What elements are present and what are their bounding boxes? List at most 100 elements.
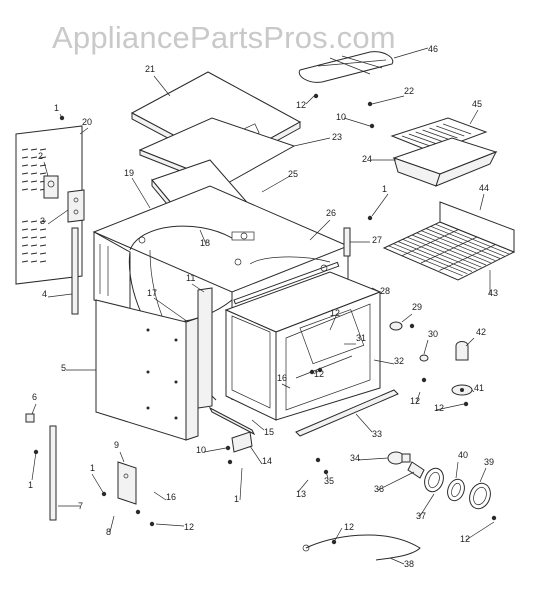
vent-slot [39, 172, 47, 175]
callout-32: 32 [394, 356, 404, 366]
leader-line [343, 117, 371, 127]
callout-5: 5 [61, 363, 66, 373]
leader-line [333, 527, 343, 543]
rack-wire [420, 236, 478, 264]
vent-slot [21, 220, 29, 223]
screw [367, 101, 373, 107]
vent-slot [21, 172, 29, 175]
callout-12g: 12 [344, 522, 354, 532]
oven-rack-43 [382, 201, 516, 281]
callout-28: 28 [380, 286, 390, 296]
vent-slot [21, 156, 29, 159]
callout-19: 19 [124, 168, 134, 178]
vent-slot [39, 220, 47, 223]
callout-36: 36 [374, 484, 384, 494]
leader-line [249, 445, 263, 465]
leader-line [261, 175, 291, 193]
broiler-pan-24 [392, 137, 498, 187]
leader-line [419, 493, 435, 517]
callout-1b: 1 [382, 184, 387, 194]
callout-1a: 1 [54, 103, 59, 113]
leader-line [479, 193, 485, 211]
oven-liner [224, 261, 382, 421]
screw [315, 457, 321, 463]
leader-line [325, 471, 329, 479]
vent-slot [21, 236, 29, 239]
callout-12a: 12 [296, 100, 306, 110]
leader-line [31, 403, 37, 415]
vent-slot [30, 156, 38, 159]
callout-1e: 1 [234, 494, 239, 504]
callout-12d: 12 [410, 396, 420, 406]
vent-slot [39, 228, 47, 231]
grid-slot [415, 131, 444, 143]
knob-29 [389, 321, 403, 331]
vent-slot [30, 244, 38, 247]
rack-wire [439, 244, 496, 271]
callout-9: 9 [114, 440, 119, 450]
cover-41 [451, 384, 473, 396]
leader-line [59, 113, 63, 119]
watermark: AppliancePartsPros.com [52, 20, 396, 55]
callout-7: 7 [78, 501, 83, 511]
callout-12c: 12 [314, 369, 324, 379]
hinge-9 [117, 461, 137, 505]
leader-line [43, 161, 49, 177]
vent-slot [30, 220, 38, 223]
leader-line [455, 461, 459, 479]
strip-11 [197, 287, 213, 409]
callout-12h: 12 [460, 534, 470, 544]
leader-line [471, 389, 475, 393]
callout-6: 6 [32, 392, 37, 402]
screw [463, 401, 469, 407]
callout-33: 33 [372, 429, 382, 439]
leader-line [199, 229, 207, 245]
callout-21: 21 [145, 64, 155, 74]
bracket-27 [343, 227, 351, 257]
leader-line [393, 47, 429, 59]
screw [225, 445, 231, 451]
leader-line [119, 451, 125, 463]
leader-line [293, 137, 331, 147]
fasteners [33, 93, 497, 545]
screw [149, 521, 155, 527]
leader-line [465, 521, 495, 541]
leader-line [79, 127, 89, 135]
trim-33 [295, 389, 399, 437]
callout-44: 44 [479, 183, 489, 193]
leader-line [47, 209, 69, 225]
leader-line [355, 413, 373, 433]
callout-17: 17 [147, 288, 157, 298]
callout-29: 29 [412, 302, 422, 312]
callout-37: 37 [416, 511, 426, 521]
ring-37 [424, 467, 444, 493]
vent-slot [21, 148, 29, 151]
leader-line [131, 177, 151, 209]
vent-slot [21, 260, 29, 263]
vent-slot [39, 252, 47, 255]
callout-46: 46 [428, 44, 438, 54]
leader-line [371, 95, 405, 105]
callout-12f: 12 [184, 522, 194, 532]
leader-line [373, 359, 395, 365]
screw [227, 459, 233, 465]
grid-slot [443, 123, 472, 135]
socket-36 [407, 461, 425, 479]
vent-slot [30, 228, 38, 231]
callout-1c: 1 [28, 480, 33, 490]
screw [409, 323, 415, 329]
screw [367, 215, 373, 221]
callout-34: 34 [350, 453, 360, 463]
callout-2: 2 [38, 151, 43, 161]
vent-slot [21, 252, 29, 255]
callout-10a: 10 [336, 112, 346, 122]
screw [421, 377, 427, 383]
callout-3: 3 [40, 216, 45, 226]
callout-labels: 1 20 21 46 12 22 10 45 23 24 2 19 25 3 1… [28, 44, 498, 569]
leader-line [297, 479, 309, 493]
leader-line [357, 457, 389, 461]
callout-12e: 12 [434, 403, 444, 413]
grid-slot [422, 129, 451, 141]
